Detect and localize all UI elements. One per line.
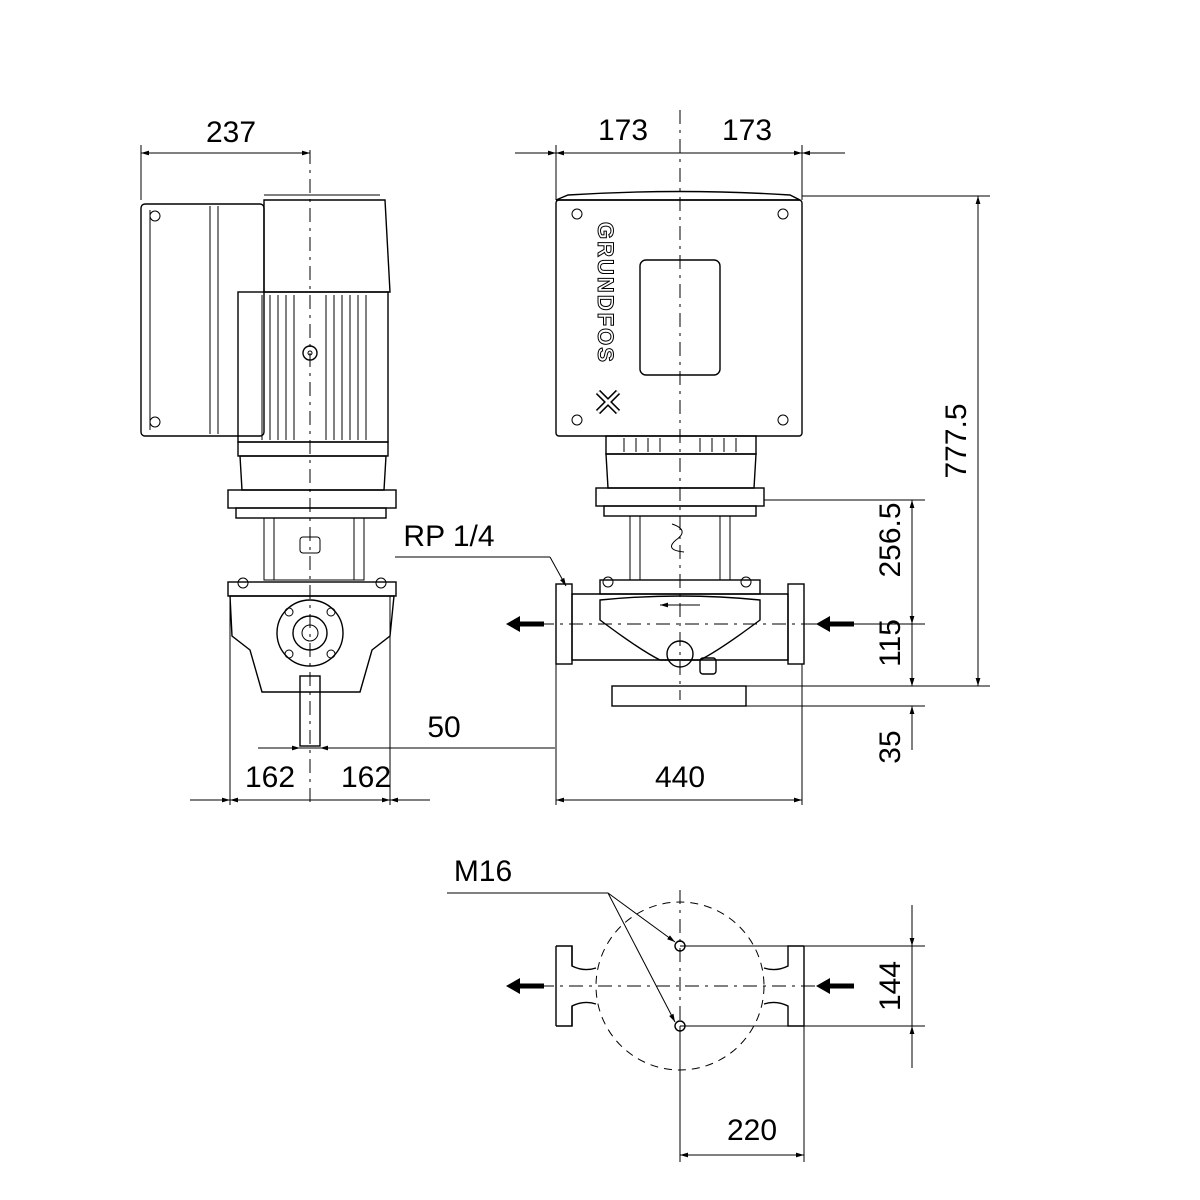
side-view: 237 162 162 50 <box>140 116 555 805</box>
control-box <box>140 203 265 437</box>
pump-housing <box>229 595 395 693</box>
dim-side-right: 162 <box>341 761 391 794</box>
dim-motor-to-center: 256.5 <box>874 502 907 577</box>
front-view: GRUNDFOS <box>395 110 990 805</box>
vent-port-label: RP 1/4 <box>403 520 494 553</box>
display-panel <box>639 259 721 376</box>
dim-half-left: 173 <box>598 114 648 147</box>
dim-base-height: 35 <box>874 730 907 763</box>
bolt-thread-label: M16 <box>454 855 512 888</box>
pump-base <box>611 685 747 707</box>
brand-logo: GRUNDFOS <box>593 222 618 364</box>
grundfos-x-icon <box>595 389 621 415</box>
plan-view: M16 144 220 <box>447 855 925 1162</box>
dim-port-to-port: 440 <box>655 761 705 794</box>
dim-side-left: 162 <box>245 761 295 794</box>
arrow-left-icon <box>816 978 854 994</box>
arrow-left-icon <box>506 616 544 632</box>
dim-drain-offset: 50 <box>427 711 460 744</box>
control-box-front <box>555 199 803 437</box>
pipe-flange <box>276 599 344 667</box>
dim-center-to-base: 115 <box>874 619 907 667</box>
dim-motor-width: 237 <box>206 116 256 149</box>
dim-base-width: 220 <box>727 1114 777 1147</box>
dim-overall-height: 777.5 <box>940 403 973 478</box>
dim-half-right: 173 <box>722 114 772 147</box>
dim-bolt-spacing: 144 <box>874 961 907 1011</box>
arrow-left-icon <box>506 978 544 994</box>
